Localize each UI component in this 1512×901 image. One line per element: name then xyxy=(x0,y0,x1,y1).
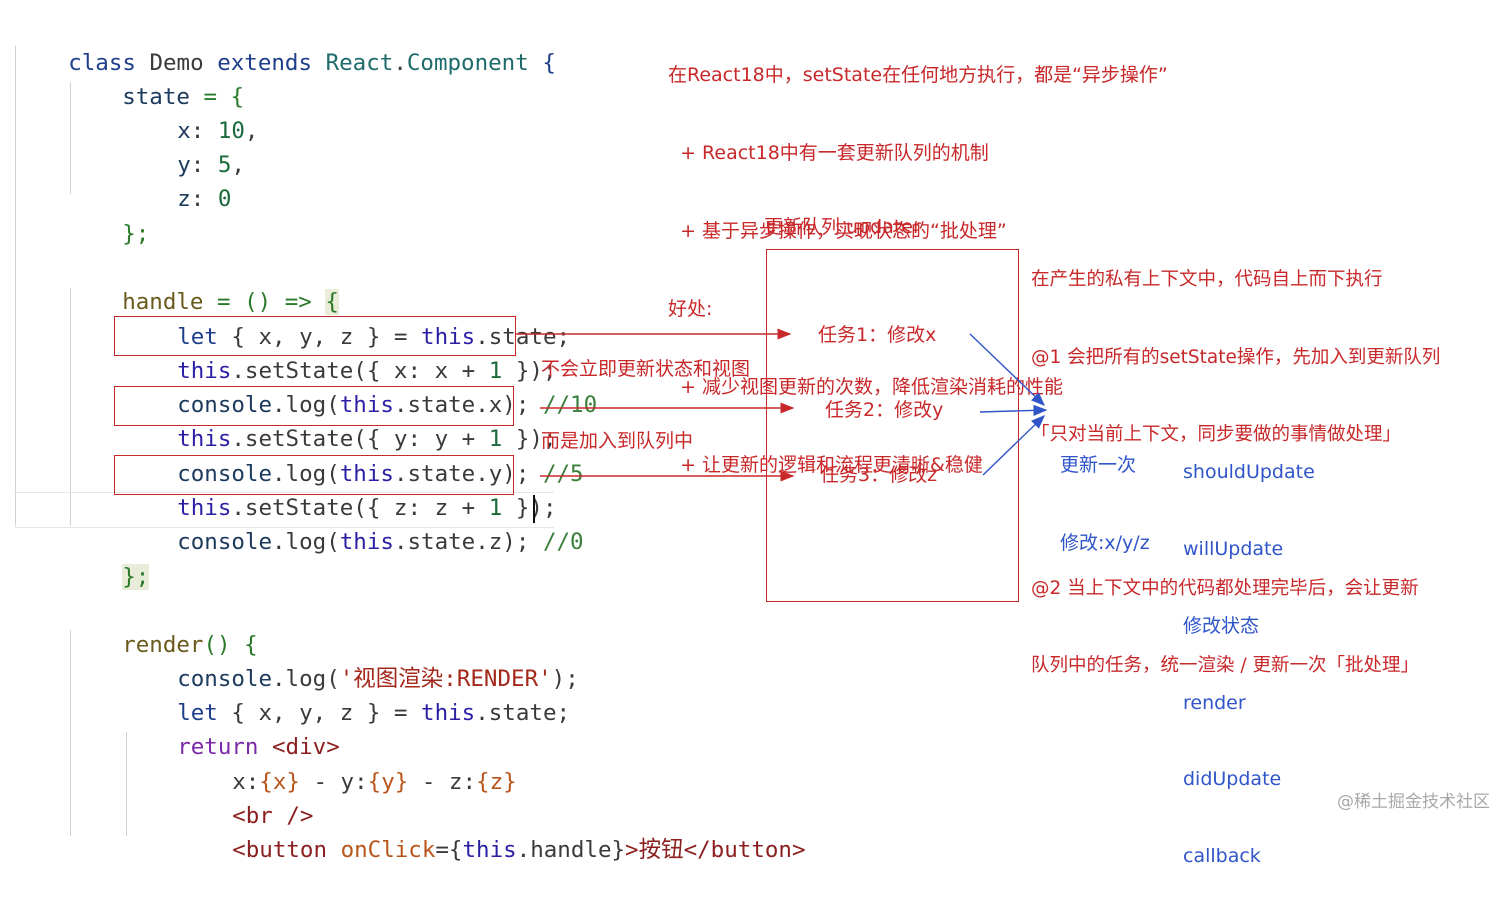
lifecycle-item: shouldUpdate xyxy=(1183,461,1315,484)
context-note-line: 在产生的私有上下文中，代码自上而下执行 xyxy=(1031,269,1383,291)
task-1: 任务1：修改x xyxy=(818,324,937,346)
task-3: 任务3：修改z xyxy=(820,464,938,486)
code-line-17: console.log('视图渲染:RENDER'); xyxy=(177,666,579,692)
context-note-line: 「只对当前上下文，同步要做的事情做处理」 xyxy=(1031,423,1402,445)
note-line: + React18中有一套更新队列的机制 xyxy=(668,142,989,164)
arrow-label-line: 不会立即更新状态和视图 xyxy=(541,358,751,380)
queue-title: 更新队列 updater xyxy=(764,216,921,238)
lifecycle-item: 修改状态 xyxy=(1183,614,1260,637)
note-line: 好处: xyxy=(668,298,713,320)
text-cursor xyxy=(533,495,535,523)
lifecycle-item: callback xyxy=(1183,845,1261,868)
current-line-highlight xyxy=(14,492,554,528)
lifecycle-item: didUpdate xyxy=(1183,768,1282,791)
context-note-line: 队列中的任务，统一渲染 / 更新一次「批处理」 xyxy=(1031,654,1419,676)
code-line-12: console.log(this.state.y); //5 xyxy=(177,461,584,487)
code-line-9: this.setState({ x: x + 1 }); xyxy=(177,358,557,384)
note-line: 在React18中，setState在任何地方执行，都是“异步操作” xyxy=(668,64,1168,86)
code-line-8: let { x, y, z } = this.state; xyxy=(177,324,571,350)
context-note-line: @1 会把所有的setState操作，先加入到更新队列 xyxy=(1031,346,1441,368)
code-line-18: let { x, y, z } = this.state; xyxy=(177,700,571,726)
arrow-merge-3 xyxy=(982,415,1046,476)
lifecycle-item: render xyxy=(1183,691,1246,714)
arrow-label-line: 而是加入到队列中 xyxy=(541,430,694,452)
code-line-2: state = { xyxy=(122,84,245,110)
code-line-21: <br /> xyxy=(232,803,314,829)
code-line-20: x:{x} - y:{y} - z:{z} xyxy=(232,769,517,795)
code-line-19: return <div> xyxy=(177,734,340,760)
code-line-1: class Demo extends React.Component { xyxy=(68,50,556,76)
context-note-line: @2 当上下文中的代码都处理完毕后，会让更新 xyxy=(1031,577,1419,599)
update-once-line: 更新一次 xyxy=(1060,454,1137,476)
code-line-5: z: 0 xyxy=(177,186,232,212)
update-once: 更新一次 修改:x/y/z xyxy=(1060,400,1150,582)
note-line: + 减少视图更新的次数，降低渲染消耗的性能 xyxy=(668,376,1064,398)
code-line-10: console.log(this.state.x); //10 xyxy=(177,392,598,418)
arrow-merge-2 xyxy=(979,404,1048,416)
update-once-line: 修改:x/y/z xyxy=(1060,532,1150,554)
setstate-x-highlight xyxy=(114,316,516,356)
arrow-label: 不会立即更新状态和视图 而是加入到队列中 xyxy=(541,309,750,477)
code-line-14: console.log(this.state.z); //0 xyxy=(177,529,584,555)
lifecycle-item: willUpdate xyxy=(1183,537,1284,560)
update-queue-box xyxy=(766,249,1019,602)
code-line-11: this.setState({ y: y + 1 }); xyxy=(177,426,557,452)
arrows-layer xyxy=(516,328,1048,482)
code-line-15: }; xyxy=(122,564,150,590)
context-notes: 在产生的私有上下文中，代码自上而下执行 @1 会把所有的setState操作，先… xyxy=(1031,216,1440,704)
task-2: 任务2：修改y xyxy=(825,399,944,421)
react18-notes: 在React18中，setState在任何地方执行，都是“异步操作” + Rea… xyxy=(668,10,1168,504)
code-line-3: x: 10, xyxy=(177,118,259,144)
code-line-16: render() { xyxy=(122,632,258,658)
code-line-13: this.setState({ z: z + 1 }); xyxy=(177,495,557,521)
code-line-7: handle = () => { xyxy=(122,289,339,315)
code-line-6: }; xyxy=(122,221,150,247)
note-line: + 让更新的逻辑和流程更清晰&稳健 xyxy=(668,454,983,476)
note-line: + 基于异步操作，实现状态的“批处理” xyxy=(668,220,1007,242)
watermark: @稀土掘金技术社区 xyxy=(1337,792,1490,812)
setstate-y-highlight xyxy=(114,386,514,426)
arrow-merge-1 xyxy=(969,333,1046,406)
code-line-4: y: 5, xyxy=(177,152,245,178)
setstate-z-highlight xyxy=(114,455,514,495)
